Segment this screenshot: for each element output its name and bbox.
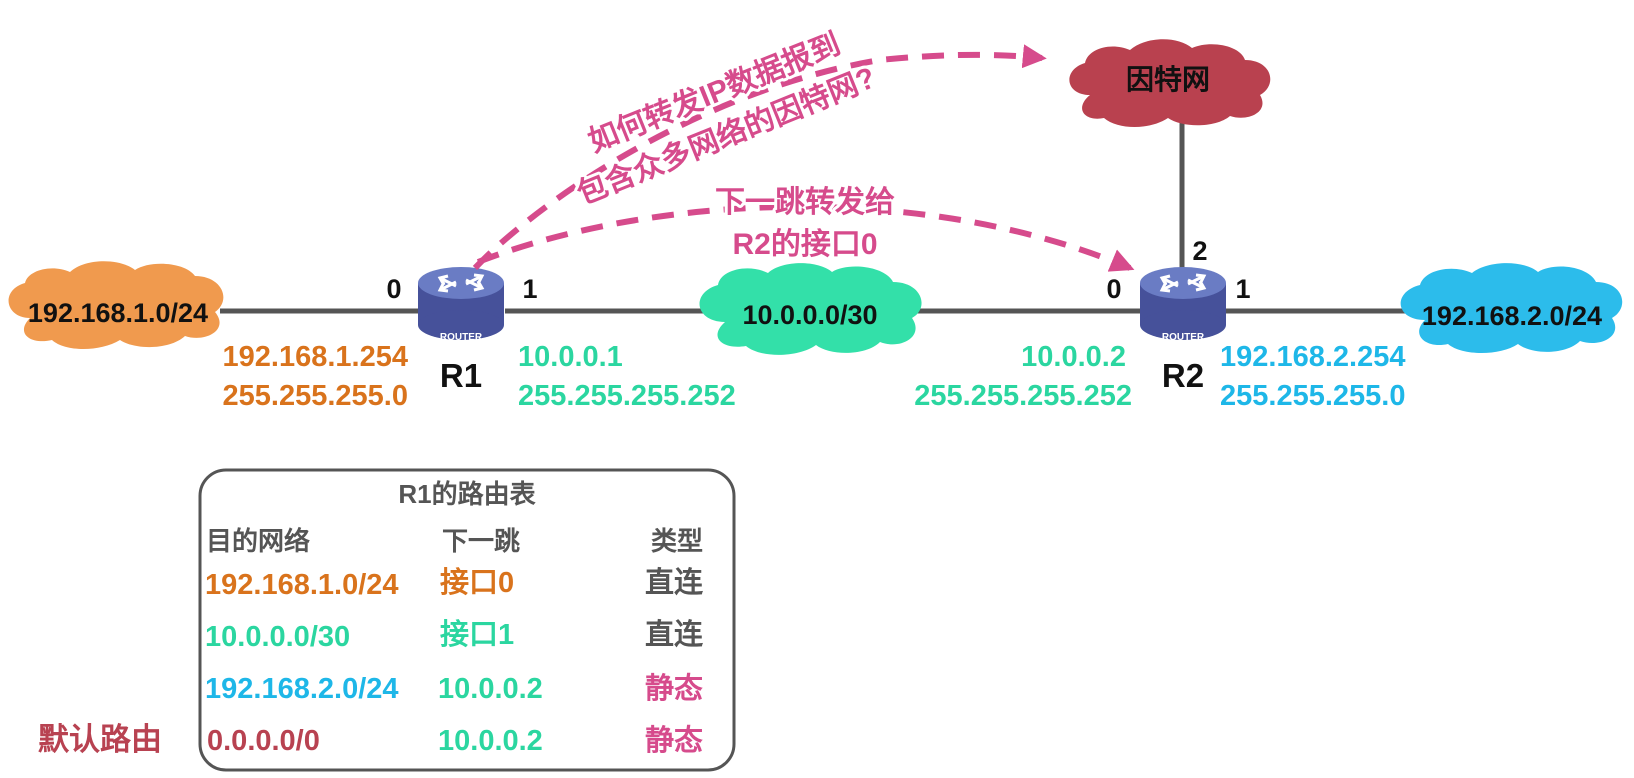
cloud-lan2-label: 192.168.2.0/24 bbox=[1422, 301, 1602, 331]
header-type: 类型 bbox=[651, 526, 703, 556]
forwarding-arrows bbox=[472, 44, 1135, 272]
row-2-next-hop: 接口1 bbox=[440, 618, 514, 651]
router-r2: ROUTER R2 0 1 2 bbox=[1106, 236, 1250, 394]
table-row: 192.168.2.0/24 10.0.0.2 静态 bbox=[205, 672, 703, 705]
routing-table-frame bbox=[198, 468, 736, 772]
row-2-dest: 10.0.0.0/30 bbox=[205, 621, 350, 653]
table-row: 192.168.1.0/24 接口0 直连 bbox=[205, 566, 704, 601]
header-next-hop: 下一跳 bbox=[442, 526, 520, 556]
default-route-label: 默认路由 bbox=[38, 722, 162, 757]
r2-if0-ip: 10.0.0.2 bbox=[1021, 341, 1126, 373]
r2-port-0: 0 bbox=[1106, 274, 1121, 304]
next-hop-line-1: 下一跳转发给 bbox=[715, 186, 895, 219]
next-hop-arrow bbox=[476, 203, 1135, 272]
router-r1-label: R1 bbox=[440, 357, 482, 394]
r2-if0-mask: 255.255.255.252 bbox=[914, 380, 1132, 412]
r1-if1-mask: 255.255.255.252 bbox=[518, 380, 736, 412]
router-r2-badge: ROUTER bbox=[1162, 332, 1205, 343]
r1-if0-mask: 255.255.255.0 bbox=[223, 380, 408, 412]
router-arrows-icon bbox=[437, 273, 485, 293]
cloud-internet-label: 因特网 bbox=[1126, 64, 1210, 95]
next-hop-annotation: 下一跳转发给 R2的接口0 bbox=[712, 183, 898, 264]
router-r1-badge: ROUTER bbox=[440, 332, 483, 343]
router-r1: ROUTER R1 0 1 bbox=[386, 267, 538, 394]
r2-if1-ip: 192.168.2.254 bbox=[1220, 341, 1405, 373]
routing-table-title: R1的路由表 bbox=[398, 479, 536, 509]
row-3-next-hop: 10.0.0.2 bbox=[438, 673, 543, 705]
next-hop-line-2: R2的接口0 bbox=[732, 228, 877, 261]
router-r2-label: R2 bbox=[1162, 357, 1204, 394]
cloud-link: 10.0.0.0/30 bbox=[699, 263, 922, 355]
interface-addresses: 192.168.1.254 255.255.255.0 10.0.0.1 255… bbox=[223, 341, 1406, 412]
r2-port-1: 1 bbox=[1235, 274, 1250, 304]
row-4-type: 静态 bbox=[645, 724, 703, 757]
row-1-next-hop: 接口0 bbox=[440, 566, 514, 599]
table-row: 10.0.0.0/30 接口1 直连 bbox=[205, 618, 704, 653]
row-1-dest: 192.168.1.0/24 bbox=[205, 569, 399, 601]
r1-if1-ip: 10.0.0.1 bbox=[518, 341, 623, 373]
row-1-type: 直连 bbox=[645, 566, 704, 599]
row-4-dest: 0.0.0.0/0 bbox=[207, 725, 320, 757]
cloud-internet: 因特网 bbox=[1069, 39, 1271, 127]
question-annotation: 如何转发IP数据报到 包含众多网络的因特网? bbox=[569, 25, 883, 214]
r2-port-2: 2 bbox=[1192, 236, 1207, 266]
question-arrow bbox=[472, 44, 1047, 271]
cloud-lan1-label: 192.168.1.0/24 bbox=[28, 298, 208, 328]
routing-table: R1的路由表 目的网络 下一跳 类型 192.168.1.0/24 接口0 直连… bbox=[38, 468, 736, 772]
r2-if1-mask: 255.255.255.0 bbox=[1220, 380, 1405, 412]
cloud-lan2: 192.168.2.0/24 bbox=[1400, 263, 1623, 353]
table-row: 0.0.0.0/0 10.0.0.2 静态 bbox=[207, 724, 703, 757]
row-4-next-hop: 10.0.0.2 bbox=[438, 725, 543, 757]
router-arrows-icon bbox=[1159, 273, 1207, 293]
row-3-dest: 192.168.2.0/24 bbox=[205, 673, 399, 705]
row-2-type: 直连 bbox=[645, 618, 704, 651]
row-3-type: 静态 bbox=[645, 672, 703, 705]
header-dest: 目的网络 bbox=[206, 526, 310, 556]
r1-port-1: 1 bbox=[522, 274, 537, 304]
cloud-link-label: 10.0.0.0/30 bbox=[742, 300, 877, 330]
r1-port-0: 0 bbox=[386, 274, 401, 304]
cloud-lan1: 192.168.1.0/24 bbox=[8, 261, 224, 349]
r1-if0-ip: 192.168.1.254 bbox=[223, 341, 408, 373]
